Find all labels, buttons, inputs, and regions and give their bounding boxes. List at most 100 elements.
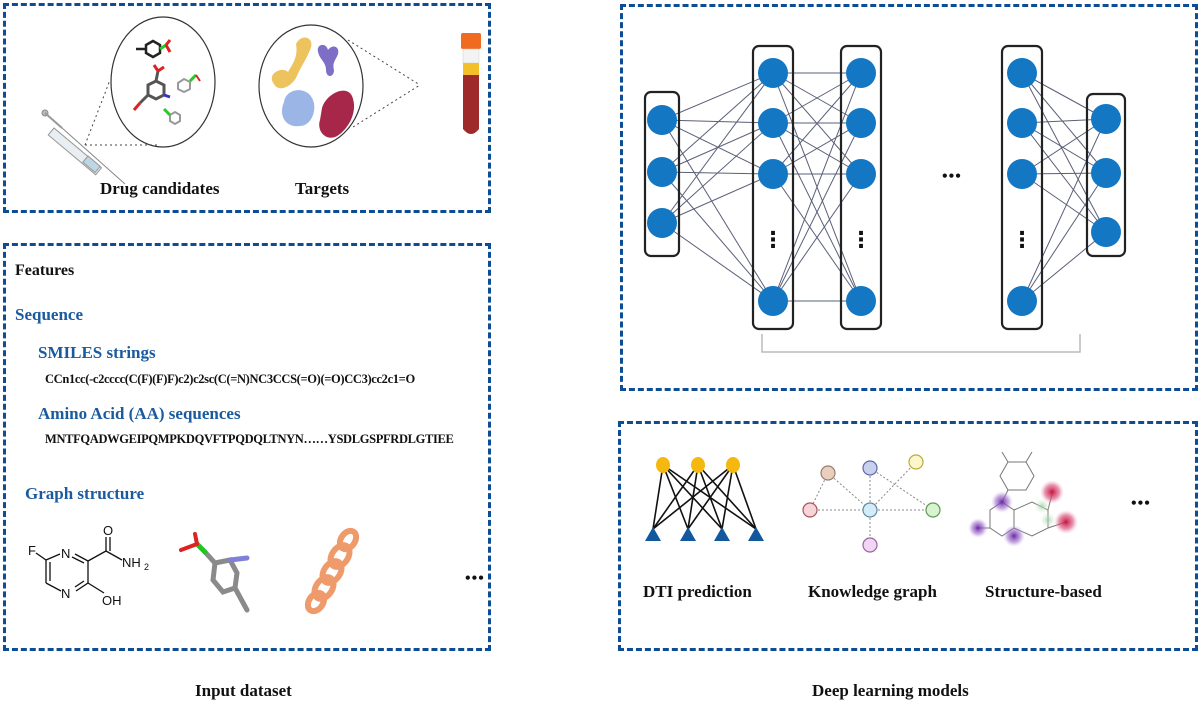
neuron [1007, 286, 1037, 316]
neuron [1007, 159, 1037, 189]
method-label-dti: DTI prediction [643, 582, 752, 601]
network-edge [1021, 173, 1107, 233]
dti-edge [652, 464, 699, 530]
vertical-ellipsis: ⋮ [762, 228, 784, 253]
neuron [1091, 104, 1121, 134]
input-layer-box [643, 90, 681, 258]
network-edge [661, 222, 774, 302]
neuron [758, 58, 788, 88]
features-title: Features [15, 262, 75, 279]
network-edge [1021, 118, 1107, 175]
kg-node [862, 502, 878, 518]
syringe-icon [41, 109, 126, 185]
network-edge [772, 122, 862, 302]
target-node [714, 527, 730, 541]
network-edge [1021, 172, 1107, 302]
network-edge [661, 173, 774, 224]
drug-zoom-lines [84, 79, 160, 146]
drug-node [691, 457, 705, 473]
vertical-ellipsis: ⋮ [850, 228, 872, 253]
network-edge [772, 72, 862, 302]
network-edge [661, 119, 774, 124]
aa-heading: Amino Acid (AA) sequences [38, 404, 241, 423]
knowledge-graph-icon [802, 454, 941, 553]
network-edge [1021, 122, 1107, 174]
neuron [846, 108, 876, 138]
target-node [680, 527, 696, 541]
drug-candidates-label: Drug candidates [100, 179, 220, 198]
neuron [1091, 158, 1121, 188]
neuron [758, 286, 788, 316]
neuron [1007, 108, 1037, 138]
method-label-structure-based: Structure-based [985, 582, 1102, 601]
network-edge [1021, 118, 1107, 302]
network-edge [1021, 122, 1107, 233]
network-box [620, 4, 1198, 391]
methods-box [618, 421, 1198, 651]
dti-edge [652, 464, 734, 530]
mol-label-nh2: NH [122, 555, 141, 570]
network-edge [772, 173, 862, 302]
2d-molecule-structure: F N N O NH 2 OH [28, 523, 149, 608]
network-middle-ellipsis: ••• [942, 168, 962, 185]
deep-learning-caption: Deep learning models [812, 681, 969, 700]
sequence-heading: Sequence [15, 305, 83, 324]
mol-label-oh: OH [102, 593, 122, 608]
molecule-cluster-icon [110, 16, 216, 148]
protein-cluster-icon [258, 24, 364, 148]
kg-node [820, 465, 836, 481]
smiles-heading: SMILES strings [38, 343, 156, 362]
dti-edge [652, 464, 664, 530]
kg-node [862, 460, 878, 476]
dti-edge [687, 464, 734, 530]
target-zoom-lines [347, 39, 421, 128]
drug-node [656, 457, 670, 473]
methods-more-ellipsis: ••• [1131, 495, 1151, 512]
hidden-layer-1-box [751, 44, 795, 331]
network-edge [1021, 231, 1107, 302]
kg-node [925, 502, 941, 518]
skip-connection [761, 334, 1081, 353]
output-layer-box [1085, 92, 1127, 258]
network-edge [661, 72, 774, 121]
neuron [1091, 217, 1121, 247]
kg-node [908, 454, 924, 470]
protein-helix [304, 527, 360, 615]
neuron [758, 108, 788, 138]
network-edge [661, 72, 774, 173]
kg-node [862, 537, 878, 553]
mol-label-o: O [103, 523, 113, 538]
network-edge [661, 171, 774, 302]
neuron [1007, 58, 1037, 88]
features-box [3, 243, 491, 651]
neuron [846, 159, 876, 189]
method-label-knowledge-graph: Knowledge graph [808, 582, 937, 601]
mol-label-f: F [28, 543, 36, 558]
hidden-layer-n-box [1000, 44, 1044, 331]
smiles-value: CCn1cc(-c2cccc(C(F)(F)F)c2)c2sc(C(=N)NC3… [45, 372, 415, 386]
neuron [846, 286, 876, 316]
attention-molecule-icon [968, 451, 1078, 547]
network-edge [772, 72, 862, 124]
blood-tube-icon [461, 33, 481, 134]
network-edge [772, 72, 862, 175]
neuron [647, 208, 677, 238]
neural-network-diagram: ⋮⋮⋮ [643, 44, 1127, 353]
3d-stick-molecule [179, 532, 250, 613]
network-edge [1021, 72, 1107, 233]
input-dataset-caption: Input dataset [195, 681, 292, 700]
aa-value: MNTFQADWGEIPQMPKDQVFTPQDQLTNYN……YSDLGSPF… [45, 432, 454, 446]
mol-label-sub2: 2 [144, 562, 149, 572]
target-node [645, 527, 661, 541]
network-edge [661, 72, 774, 224]
drug-target-box [3, 3, 491, 213]
dti-edge [732, 464, 757, 530]
network-edge [772, 122, 862, 175]
network-connections [661, 72, 1107, 302]
network-edge [1021, 72, 1107, 120]
mol-label-n1: N [61, 546, 70, 561]
targets-label: Targets [295, 179, 350, 198]
network-edge [661, 119, 774, 302]
graph-more-ellipsis: ••• [465, 570, 485, 587]
neuron [647, 105, 677, 135]
